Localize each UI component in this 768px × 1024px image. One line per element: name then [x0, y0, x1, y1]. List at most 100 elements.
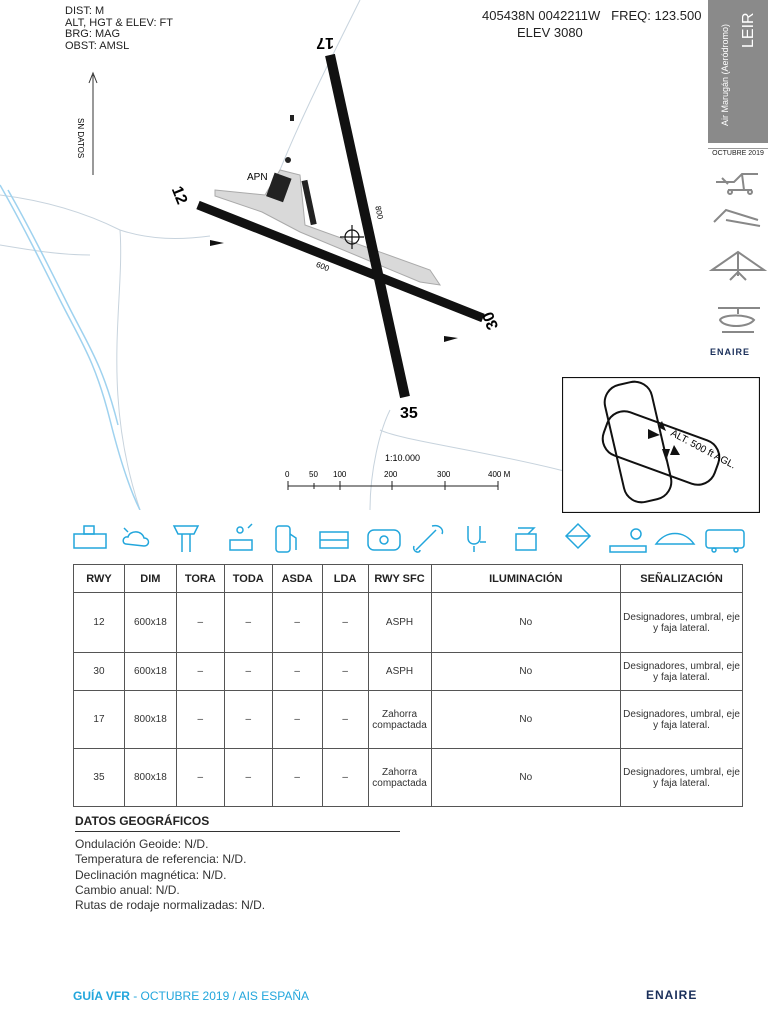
units-legend: DIST: M ALT, HGT & ELEV: FT BRG: MAG OBS… [65, 5, 173, 52]
coordinates: 405438N 0042211W [482, 8, 601, 23]
col-header: RWY SFC [367, 564, 432, 593]
hang-glider-icon [708, 250, 768, 281]
north-label: SN DATOS [76, 118, 85, 158]
table-cell: – [175, 652, 225, 691]
col-header: LDA [321, 564, 369, 593]
scale-tick: 400 M [488, 470, 511, 479]
ramp-icon [654, 532, 696, 545]
table-cell: Zahorra compactada [367, 690, 432, 749]
table-cell: ASPH [367, 652, 432, 691]
legend-line: OBST: AMSL [65, 39, 130, 52]
col-header: SEÑALIZACIÓN [620, 564, 743, 593]
table-header-row: RWY DIM TORA TODA ASDA LDA RWY SFC ILUMI… [73, 564, 743, 593]
col-header: RWY [73, 564, 125, 593]
geo-line: Declinación magnética: N/D. [75, 867, 227, 882]
table-cell: – [223, 748, 273, 807]
col-header: ILUMINACIÓN [430, 564, 622, 593]
fire-icon [515, 527, 537, 551]
footer-rest: - OCTUBRE 2019 / AIS ESPAÑA [129, 989, 310, 1003]
table-cell: – [175, 592, 225, 653]
weather-icon [122, 527, 150, 547]
geo-line: Cambio anual: N/D. [75, 882, 180, 897]
table-cell: 17 [73, 690, 125, 749]
legend-line: BRG: MAG [65, 28, 121, 40]
table-cell: – [321, 652, 369, 691]
scale-tick: 100 [333, 470, 347, 479]
post-icon [564, 522, 592, 550]
medical-icon [467, 526, 486, 552]
geo-line: Temperatura de referencia: N/D. [75, 852, 247, 867]
table-cell: Designadores, umbral, eje y faja lateral… [620, 748, 743, 807]
repair-icon [412, 524, 444, 553]
table-cell: – [271, 690, 323, 749]
rwy-length-800: 800 [373, 205, 385, 220]
legend-line: DIST: M [65, 5, 105, 17]
table-cell: Zahorra compactada [367, 748, 432, 807]
aerodrome-sidebar: LEIR Air Marugán (Aeródromo) [708, 0, 768, 143]
helicopter-icon [718, 307, 760, 333]
footer-guide: GUÍA VFR [73, 989, 130, 1003]
traffic-circuit-inset: ALT. 500 ft AGL. [562, 377, 760, 513]
aerodrome-name: Air Marugán (Aeródromo) [720, 23, 730, 126]
table-cell: – [223, 652, 273, 691]
table-cell: 600x18 [123, 592, 177, 653]
runway-12-30 [196, 200, 485, 323]
table-cell: 12 [73, 592, 125, 653]
col-header: DIM [123, 564, 177, 593]
table-cell: 800x18 [123, 748, 177, 807]
table-cell: – [175, 690, 225, 749]
table-cell: Designadores, umbral, eje y faja lateral… [620, 690, 743, 749]
table-cell: – [271, 652, 323, 691]
table-cell: – [223, 592, 273, 653]
table-cell: 600x18 [123, 652, 177, 691]
table-row: 17 800x18 – – – – Zahorra compactada No … [73, 690, 743, 749]
table-row: 35 800x18 – – – – Zahorra compactada No … [73, 748, 743, 807]
aerodrome-coords-freq: 405438N 0042211W FREQ: 123.500 [482, 8, 701, 23]
terminal-icon [73, 525, 107, 549]
arp-symbol [340, 225, 364, 249]
fuel-icon [275, 525, 297, 553]
scale-tick: 0 [285, 470, 290, 479]
river [0, 184, 141, 510]
elevation: ELEV 3080 [517, 25, 583, 40]
table-row: 12 600x18 – – – – ASPH No Designadores, … [73, 592, 743, 653]
scale-tick: 200 [384, 470, 398, 479]
table-cell: No [430, 592, 622, 653]
table-cell: No [430, 652, 622, 691]
col-header: TODA [223, 564, 273, 593]
table-cell: – [223, 690, 273, 749]
hangar-icon [367, 529, 401, 551]
north-arrow [88, 71, 98, 175]
table-cell: 30 [73, 652, 125, 691]
rwy-35-label: 35 [400, 405, 418, 422]
table-cell: – [321, 690, 369, 749]
rwy-30-label: 30 [480, 309, 502, 332]
scale-bar [287, 481, 499, 490]
apron-label: APN [247, 172, 268, 183]
transport-icon [705, 529, 745, 553]
marker-arrow [444, 336, 458, 342]
table-cell: Designadores, umbral, eje y faja lateral… [620, 652, 743, 691]
tower-icon [172, 525, 200, 552]
table-cell: – [175, 748, 225, 807]
footer-title: GUÍA VFR - OCTUBRE 2019 / AIS ESPAÑA [73, 989, 309, 1003]
geo-data-title: DATOS GEOGRÁFICOS [75, 814, 400, 832]
marker-arrow [210, 240, 224, 246]
table-cell: 35 [73, 748, 125, 807]
lodging-icon [319, 531, 349, 549]
table-cell: No [430, 748, 622, 807]
rwy-12-label: 12 [168, 184, 190, 207]
col-header: TORA [175, 564, 225, 593]
services-icons [73, 522, 745, 553]
table-cell: Designadores, umbral, eje y faja lateral… [620, 592, 743, 653]
apron-area [214, 115, 442, 286]
enaire-logo: ENAIRE [646, 988, 698, 1002]
legend-line: ALT, HGT & ELEV: FT [65, 16, 173, 29]
rwy-length-600: 600 [315, 260, 331, 274]
table-cell: – [271, 592, 323, 653]
rwy-17-label: 17 [316, 34, 334, 51]
table-cell: ASPH [367, 592, 432, 653]
sidebar-date: OCTUBRE 2019 [708, 148, 768, 157]
scale-tick: 50 [309, 470, 318, 479]
runway-17-35 [325, 53, 410, 399]
